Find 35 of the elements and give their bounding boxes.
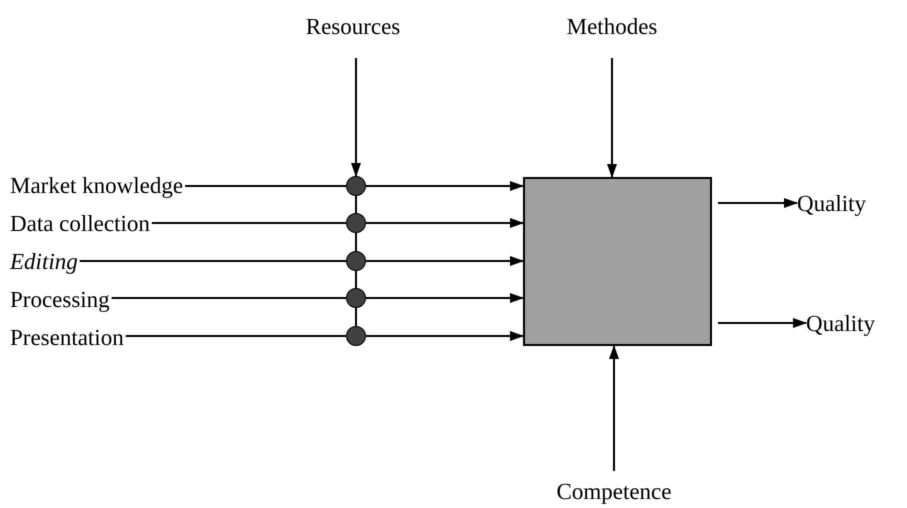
connector-line	[355, 233, 357, 251]
process-box	[523, 177, 712, 346]
node-label: Market knowledge	[10, 171, 184, 199]
connector-line	[112, 297, 346, 299]
connector-line	[355, 271, 357, 288]
connector-line	[355, 308, 357, 326]
node-label: Resources	[290, 12, 416, 40]
arrow	[366, 181, 524, 191]
connector-line	[126, 335, 346, 337]
arrow	[609, 345, 619, 471]
junction-dot	[346, 326, 366, 346]
arrow	[366, 331, 524, 341]
node-label: Editing	[10, 247, 78, 275]
arrow	[366, 218, 524, 228]
node-label: Competence	[554, 477, 674, 505]
arrow	[366, 256, 524, 266]
arrow	[351, 58, 361, 177]
connector-line	[355, 196, 357, 213]
arrow	[607, 58, 617, 178]
junction-dot	[346, 251, 366, 271]
arrow	[718, 198, 798, 208]
junction-dot	[346, 288, 366, 308]
node-label: Methodes	[542, 12, 682, 40]
arrow	[366, 293, 524, 303]
arrow	[718, 318, 807, 328]
junction-dot	[346, 213, 366, 233]
junction-dot	[346, 176, 366, 196]
node-label: Data collection	[10, 209, 150, 237]
node-label: Processing	[10, 285, 110, 313]
node-label: Presentation	[10, 323, 124, 351]
connector-line	[80, 260, 346, 262]
node-label: Quality	[806, 309, 875, 337]
connector-line	[185, 185, 346, 187]
node-label: Quality	[797, 189, 866, 217]
connector-line	[152, 222, 346, 224]
